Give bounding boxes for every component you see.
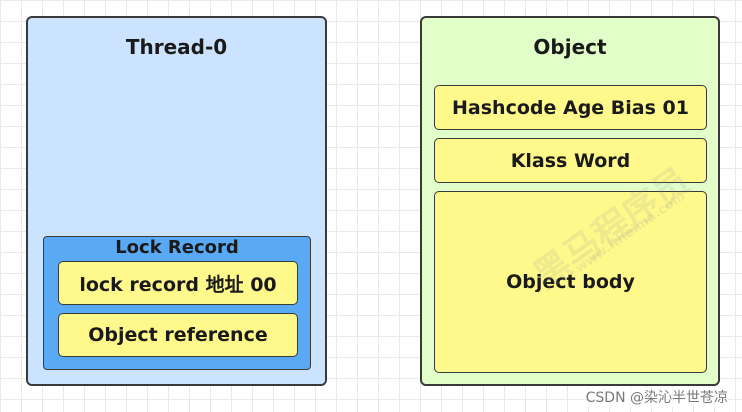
lock-record-box: Lock Record lock record 地址 00 Object ref… xyxy=(43,236,311,370)
mark-word-cell: Hashcode Age Bias 01 xyxy=(434,85,707,130)
lock-record-address-cell: lock record 地址 00 xyxy=(58,261,298,305)
object-title: Object xyxy=(533,35,607,59)
object-panel: Object Hashcode Age Bias 01 Klass Word O… xyxy=(420,16,720,386)
thread-title: Thread-0 xyxy=(125,35,228,59)
thread-panel: Thread-0 Lock Record lock record 地址 00 O… xyxy=(26,16,327,386)
klass-word-cell: Klass Word xyxy=(434,138,707,183)
credit-text: CSDN @染沁半世苍凉 xyxy=(585,387,728,407)
object-reference-cell: Object reference xyxy=(58,313,298,357)
lock-record-label: Lock Record xyxy=(115,237,239,258)
object-body-cell: Object body xyxy=(434,191,707,373)
